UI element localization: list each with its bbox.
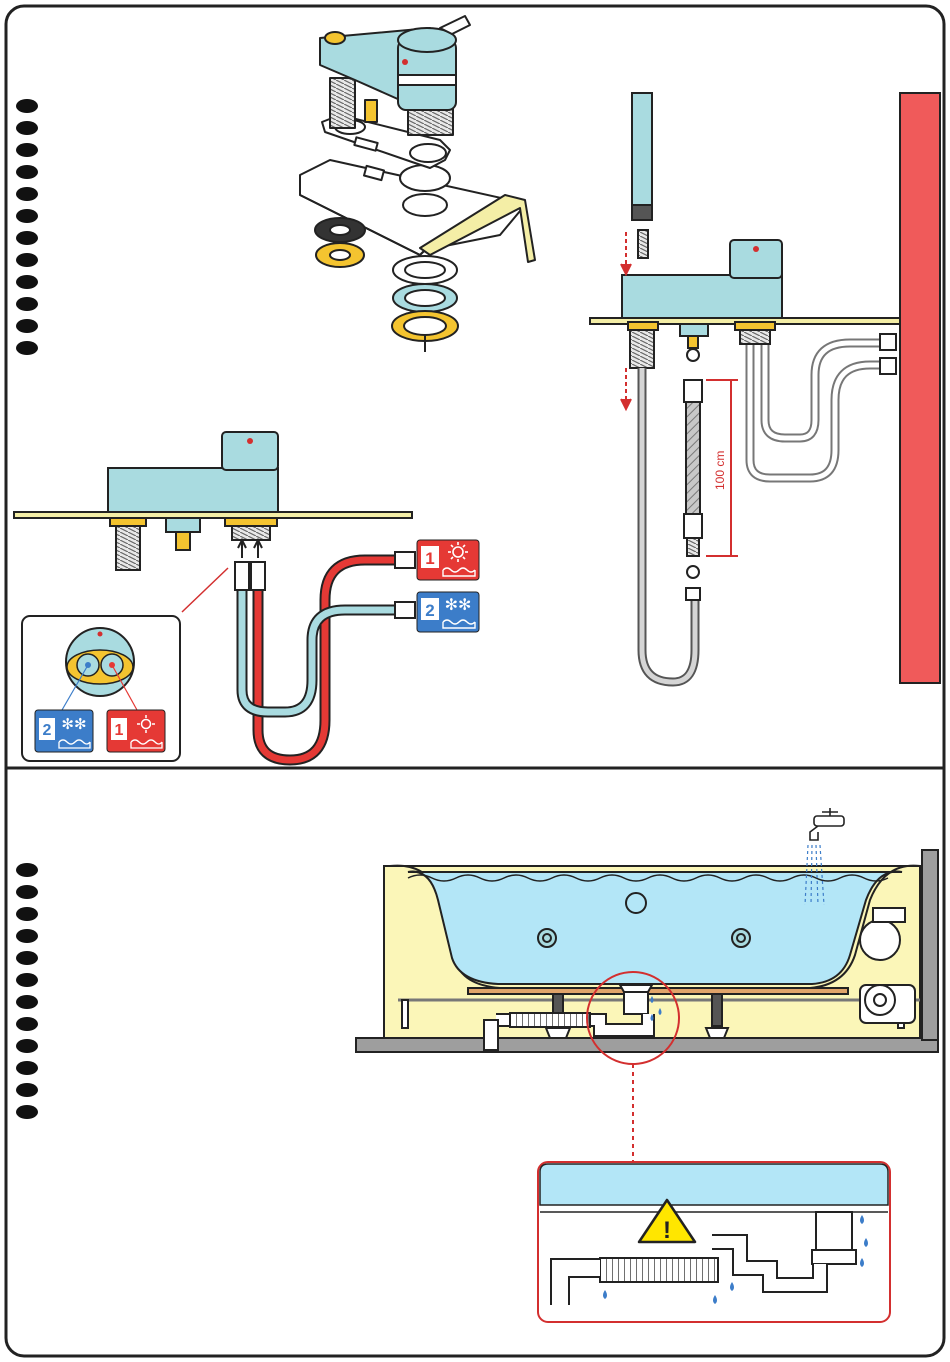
snowflake-icon: ✻✻ [61,715,86,733]
bullet-dot [16,187,38,201]
hose-length-label: 100 cm [713,451,727,490]
bullet-dot [16,297,38,311]
cold-number: 2 [425,601,434,620]
inset-cold-number: 2 [43,722,52,739]
warning-mark: ! [663,1217,671,1244]
bullet-dot [16,209,38,223]
snowflake-icon: ✻✻ [445,595,472,614]
inset-callout-box: 2 ✻✻ 1 [22,616,180,761]
bullet-dot [16,231,38,245]
callout-leader [182,568,228,612]
bullet-dot [16,275,38,289]
exploded-faucet-assembly [300,16,535,352]
bullet-dot [16,1017,38,1031]
bullet-dot [16,99,38,113]
bullet-dot [16,121,38,135]
hot-number: 1 [425,549,434,568]
bullet-dot [16,929,38,943]
shower-mixer-side-view [590,93,940,683]
bullet-dot [16,165,38,179]
bullet-dot [16,1083,38,1097]
bullet-list-bottom [16,863,38,1119]
bullet-dot [16,341,38,355]
bathtub-section [356,850,938,1052]
floor [356,1038,938,1052]
drain-detail-inset: ! [538,1162,890,1322]
bullet-dot [16,863,38,877]
bullet-dot [16,973,38,987]
inset-hot-number: 1 [115,722,124,739]
bullet-dot [16,1039,38,1053]
bullet-list-top [16,99,38,355]
bullet-dot [16,253,38,267]
bullet-dot [16,885,38,899]
wall [900,93,940,683]
bullet-dot [16,1061,38,1075]
cold-water-badge: 2 ✻✻ [417,592,479,632]
bullet-dot [16,143,38,157]
bullet-dot [16,951,38,965]
bullet-dot [16,1105,38,1119]
bullet-dot [16,319,38,333]
bullet-dot [16,907,38,921]
hot-water-badge: 1 [417,540,479,580]
bullet-dot [16,995,38,1009]
